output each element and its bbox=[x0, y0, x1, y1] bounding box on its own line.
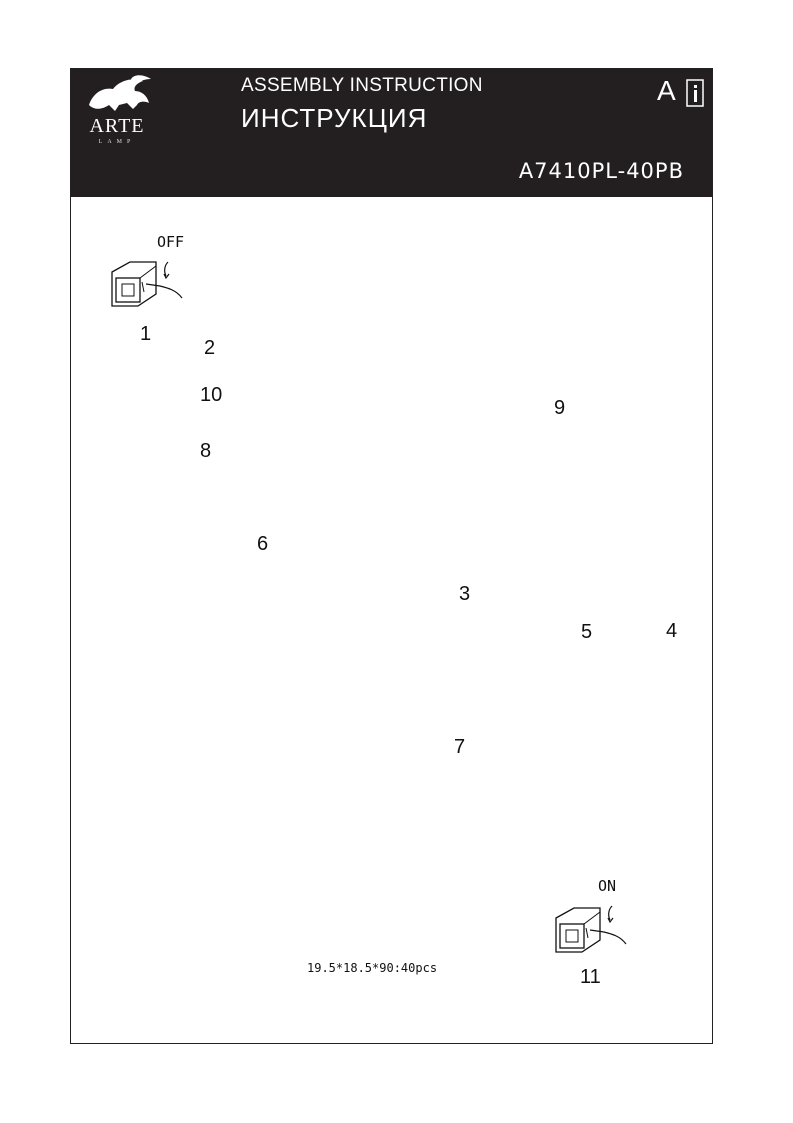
bulb-spec: 19.5*18.5*90:40pcs bbox=[307, 961, 438, 975]
step-number-5: 5 bbox=[581, 621, 593, 643]
instruction-sheet: ARTE LAMP ASSEMBLY INSTRUCTION ИНСТРУКЦИ… bbox=[70, 68, 713, 1044]
lion-logo-icon bbox=[89, 75, 151, 111]
switch-off-illustration bbox=[111, 261, 183, 307]
step-number-7: 7 bbox=[454, 736, 466, 758]
step-number-1: 1 bbox=[140, 323, 152, 345]
step-number-6: 6 bbox=[257, 533, 269, 555]
info-book-icon bbox=[686, 79, 704, 107]
step-number-3: 3 bbox=[459, 583, 471, 605]
switch-on-label: ON bbox=[598, 877, 617, 895]
model-number: A7410PL-40PB bbox=[518, 159, 684, 183]
step-number-8: 8 bbox=[200, 440, 212, 462]
info-letter: A bbox=[657, 75, 676, 106]
title-english: ASSEMBLY INSTRUCTION bbox=[241, 75, 483, 96]
step-number-9: 9 bbox=[554, 397, 566, 419]
step-number-4: 4 bbox=[666, 620, 678, 642]
brand-subtitle: LAMP bbox=[98, 139, 136, 145]
brand-name: ARTE bbox=[89, 115, 145, 137]
title-russian: ИНСТРУКЦИЯ bbox=[241, 103, 428, 133]
step-number-11: 11 bbox=[580, 966, 601, 988]
header-bar: ARTE LAMP ASSEMBLY INSTRUCTION ИНСТРУКЦИ… bbox=[71, 69, 712, 197]
switch-off-label: OFF bbox=[157, 233, 185, 251]
step-number-2: 2 bbox=[204, 337, 216, 359]
step-number-10: 10 bbox=[200, 384, 223, 406]
switch-on-illustration bbox=[555, 905, 627, 953]
